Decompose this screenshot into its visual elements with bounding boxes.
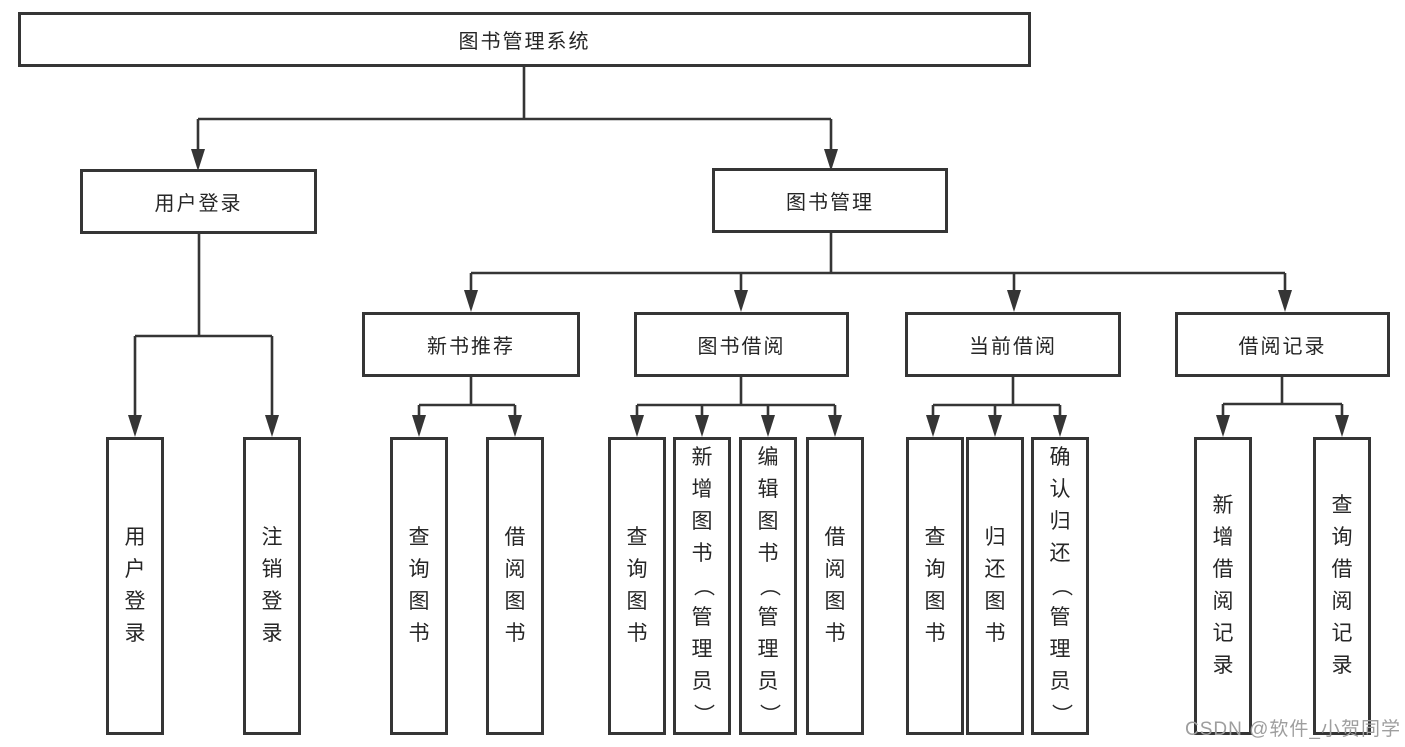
leaf-edit-book-admin: 编辑图书（管理员） [739, 437, 797, 735]
leaf-label: 新增图书（管理员） [691, 446, 714, 725]
leaf-label: 查询图书 [924, 526, 946, 645]
leaf-query-books-1: 查询图书 [390, 437, 448, 735]
leaf-query-borrow-record: 查询借阅记录 [1313, 437, 1371, 735]
node-label: 用户登录 [154, 193, 243, 215]
leaf-return-book: 归还图书 [966, 437, 1024, 735]
leaf-label: 新增借阅记录 [1212, 494, 1234, 677]
arrowheads [128, 149, 1349, 437]
leaf-label: 借阅图书 [504, 526, 526, 645]
node-new-book-recommendation: 新书推荐 [362, 312, 580, 377]
leaf-add-book-admin: 新增图书（管理员） [673, 437, 731, 735]
node-label: 图书管理 [786, 192, 874, 214]
leaf-query-books-2: 查询图书 [608, 437, 666, 735]
leaf-label: 查询图书 [626, 526, 648, 645]
node-current-borrowing: 当前借阅 [905, 312, 1121, 377]
node-label: 借阅记录 [1238, 336, 1327, 358]
node-label: 图书借阅 [697, 336, 786, 358]
node-book-management: 图书管理 [712, 168, 948, 233]
leaf-query-books-3: 查询图书 [906, 437, 964, 735]
node-label: 当前借阅 [969, 336, 1057, 358]
leaf-label: 编辑图书（管理员） [757, 446, 780, 725]
node-label: 图书管理系统 [458, 31, 591, 53]
leaf-confirm-return-admin: 确认归还（管理员） [1031, 437, 1089, 735]
watermark: CSDN @软件_小贺同学 [1185, 719, 1401, 740]
leaf-label: 用户登录 [124, 526, 146, 645]
leaf-label: 注销登录 [261, 526, 283, 645]
leaf-label: 归还图书 [984, 526, 1006, 645]
leaf-add-borrow-record: 新增借阅记录 [1194, 437, 1252, 735]
node-borrowing-records: 借阅记录 [1175, 312, 1390, 377]
node-label: 新书推荐 [427, 336, 515, 358]
leaf-label: 查询图书 [408, 526, 430, 645]
node-book-borrowing: 图书借阅 [634, 312, 849, 377]
leaf-logout-login: 注销登录 [243, 437, 301, 735]
leaf-label: 查询借阅记录 [1331, 494, 1353, 677]
leaf-borrow-books-1: 借阅图书 [486, 437, 544, 735]
leaf-user-login: 用户登录 [106, 437, 164, 735]
leaf-label: 确认归还（管理员） [1049, 446, 1072, 725]
node-user-login: 用户登录 [80, 169, 317, 234]
node-library-management-system: 图书管理系统 [18, 12, 1031, 67]
leaf-borrow-books-2: 借阅图书 [806, 437, 864, 735]
leaf-label: 借阅图书 [824, 526, 846, 645]
